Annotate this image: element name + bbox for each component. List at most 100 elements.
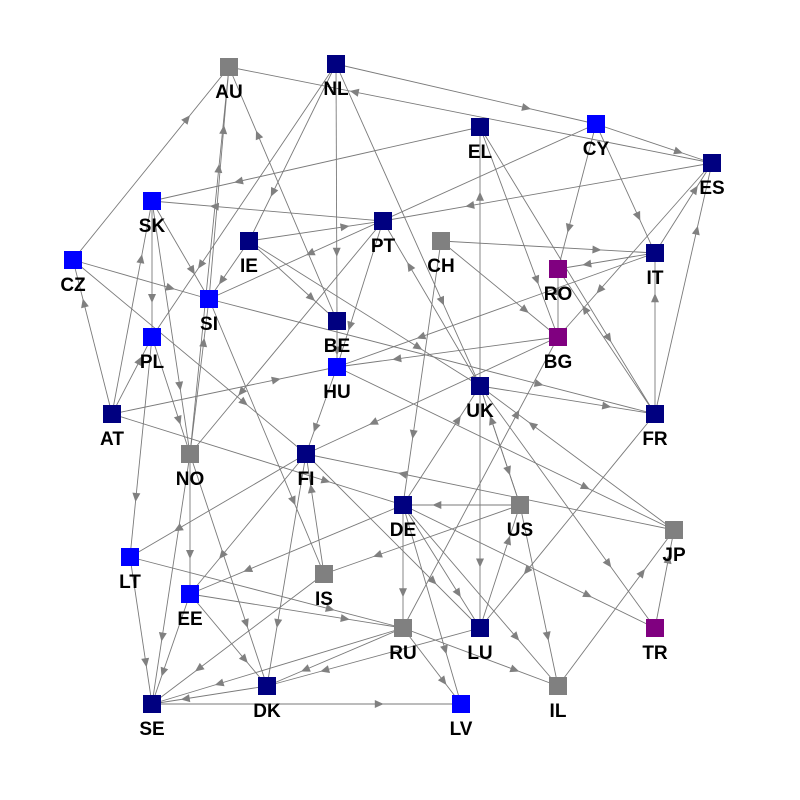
arrowhead-cz-fi [238, 396, 248, 406]
arrowhead-se-lv [374, 700, 384, 708]
edge-fr-lu [479, 413, 656, 629]
node-square [549, 677, 567, 695]
edge-it-es [654, 162, 713, 254]
arrowhead-ie-be [305, 292, 315, 301]
arrowhead-uk-fr [601, 401, 612, 410]
arrowhead-hu-fi [313, 422, 321, 433]
arrowhead-uk-el [476, 191, 484, 201]
edge-jp-fi [305, 453, 675, 531]
edge-ie-pt [248, 220, 384, 242]
node-label: PT [371, 236, 396, 257]
node-label: SE [139, 719, 164, 740]
arrowhead-at-hu [271, 376, 281, 385]
edge-fr-ro [557, 268, 656, 415]
node-square [471, 118, 489, 136]
node-nl: NL [323, 55, 349, 100]
arrowhead-lu-us [503, 535, 511, 546]
arrowhead-lt-ru [325, 604, 335, 612]
edge-at-cz [72, 259, 113, 415]
edge-si-fr [208, 298, 656, 415]
node-label: FI [298, 469, 315, 490]
node-jp: JP [662, 521, 686, 566]
edge-de-uk [402, 385, 481, 506]
node-label: FR [642, 429, 668, 450]
arrowhead-de-uk [452, 415, 461, 426]
edge-cy-si [208, 123, 597, 300]
arrowhead-il-jp [636, 569, 645, 579]
arrowhead-es-bg [596, 284, 606, 294]
arrowhead-cy-es [673, 146, 683, 155]
edge-layer [72, 63, 713, 705]
node-label: DK [253, 701, 281, 722]
arrowhead-be-hu [333, 346, 341, 356]
arrow-layer [81, 88, 700, 708]
edge-ch-de [402, 240, 442, 506]
arrowhead-no-ee [186, 550, 194, 559]
edge-bg-fi [305, 336, 559, 455]
node-label: NL [323, 79, 349, 100]
node-square [103, 405, 121, 423]
node-label: UK [466, 401, 494, 422]
node-square [328, 358, 346, 376]
edge-nl-uk [335, 63, 481, 387]
arrowhead-pt-sk [209, 202, 220, 211]
node-at: AT [100, 405, 124, 450]
arrowhead-uk-us [503, 465, 511, 476]
node-label: AU [215, 82, 242, 103]
arrowhead-nl-ie [270, 186, 279, 197]
node-cy: CY [583, 115, 610, 160]
arrowhead-it-ro [582, 259, 592, 268]
arrowhead-cy-ro [565, 223, 574, 233]
arrowhead-el-bg [531, 274, 540, 285]
node-pt: PT [371, 212, 396, 257]
node-es: ES [699, 154, 725, 199]
edge-bg-hu [336, 336, 559, 368]
node-label: EE [177, 609, 202, 630]
node-label: CZ [60, 275, 86, 296]
edge-ie-uk [248, 240, 481, 387]
arrowhead-fi-ee [219, 549, 228, 559]
arrowhead-no-dk [241, 618, 249, 628]
arrowhead-no-si [199, 337, 208, 348]
edge-de-ee [189, 504, 404, 595]
arrowhead-sk-no [175, 381, 184, 391]
node-si: SI [200, 290, 218, 335]
node-label: IL [550, 701, 567, 722]
arrowhead-nl-be [332, 247, 341, 257]
node-bg: BG [544, 328, 572, 373]
edge-de-lu [402, 504, 481, 629]
arrowhead-at-pl [134, 356, 142, 367]
node-label: BE [324, 336, 350, 357]
node-label: RO [544, 284, 573, 305]
edge-cz-fi [72, 259, 307, 455]
node-square [549, 328, 567, 346]
node-tr: TR [642, 619, 668, 664]
edge-cy-it [595, 123, 656, 254]
edge-at-hu [111, 366, 338, 415]
arrowhead-pt-no [238, 386, 248, 396]
node-uk: UK [466, 377, 494, 422]
arrowhead-pl-no [173, 415, 182, 425]
arrowhead-us-il [542, 631, 551, 641]
edge-cz-au [72, 66, 230, 261]
edge-dk-se [151, 685, 268, 705]
edge-fi-dk [266, 453, 307, 687]
edge-no-se [151, 453, 191, 705]
node-el: EL [468, 118, 493, 163]
node-square [665, 521, 683, 539]
node-is: IS [315, 565, 333, 610]
edge-hu-fi [305, 366, 338, 455]
node-square [703, 154, 721, 172]
node-label: CH [427, 256, 454, 277]
node-label: HU [323, 382, 350, 403]
arrowhead-fr-ro [582, 305, 591, 315]
edge-ie-be [248, 240, 338, 322]
arrowhead-uk-tr [602, 557, 612, 568]
arrowhead-si-fr [533, 379, 544, 387]
node-lt: LT [119, 548, 141, 593]
node-square [143, 328, 161, 346]
arrowhead-uk-pt [407, 262, 416, 272]
node-square [200, 290, 218, 308]
arrowhead-de-ru [399, 588, 407, 598]
node-square [549, 260, 567, 278]
